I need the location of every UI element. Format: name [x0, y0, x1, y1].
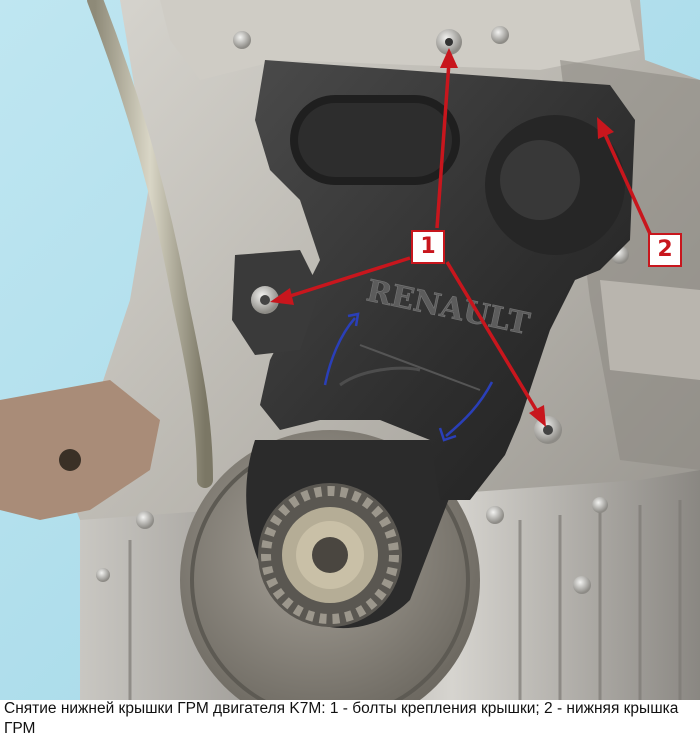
rotation-arrow-icon: [323, 312, 494, 442]
callout-label-2: 2: [648, 233, 682, 267]
photo-caption: Снятие нижней крышки ГРМ двигателя K7M: …: [4, 700, 679, 737]
engine-photo: RENAULT: [0, 0, 700, 700]
callout-label-1: 1: [411, 230, 445, 264]
